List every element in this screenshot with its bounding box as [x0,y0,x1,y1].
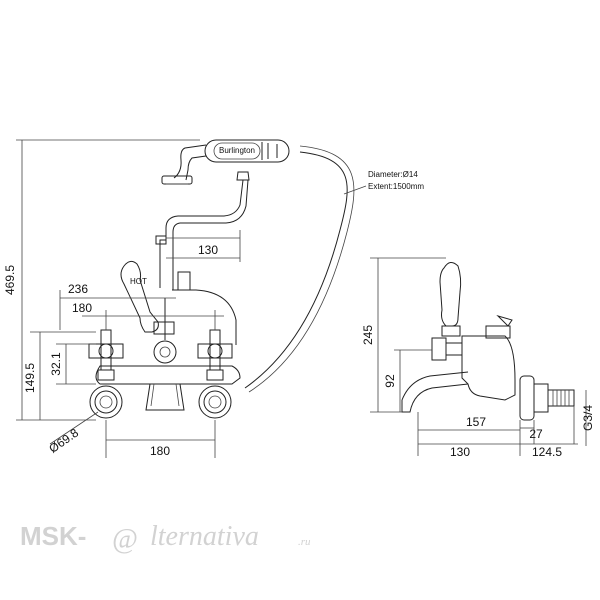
dim-spout-reach: 157 [466,415,486,429]
dim-flange-thickness: 27 [529,427,543,441]
dim-flange-diameter: Ø69.8 [46,425,81,455]
dim-handle-center: 32.1 [49,352,63,376]
side-body [461,335,516,401]
dim-hose-offset: 130 [198,243,218,257]
side-spout [401,371,469,413]
hose-diameter-note: Diameter:Ø14 [368,170,418,179]
side-lever [439,262,462,327]
lever-handle: HOT [120,260,175,335]
left-cross-handle [88,329,124,419]
dim-top-width: 236 [68,282,88,296]
diverter-body [153,271,237,364]
front-dimensions [16,139,367,458]
dim-base-offset: 130 [450,445,470,459]
dim-bottom-centers: 180 [150,444,170,458]
dim-spout-side-height: 92 [383,374,397,388]
dim-thread: G3/4 [581,405,595,431]
dim-overall-height: 469.5 [3,265,17,295]
watermark-left: MSK- [20,521,86,551]
tap-body [95,365,241,411]
watermark: MSK- @ lternativa .ru [20,521,311,555]
side-dimensions [370,257,587,456]
side-view: 245 92 157 130 124.5 27 G3/4 [361,257,595,459]
handset-cradle [155,171,250,290]
hand-shower: Burlington [161,139,290,185]
lever-label: HOT [130,277,147,286]
hose-extent-note: Extent:1500mm [368,182,424,191]
side-flange [519,375,535,421]
watermark-suffix: .ru [298,536,311,548]
watermark-mark: @ [112,524,138,555]
shower-hose [244,151,348,389]
dim-inlet-length: 124.5 [532,445,562,459]
dim-top-centers: 180 [72,301,92,315]
watermark-right: lternativa [150,521,259,552]
handset-brand: Burlington [219,146,255,155]
dim-side-height: 245 [361,325,375,345]
right-cross-handle [197,329,233,419]
dim-spout-height: 149.5 [23,363,37,393]
front-view: Burlington HOT [3,139,424,458]
inlet-thread [547,389,575,407]
